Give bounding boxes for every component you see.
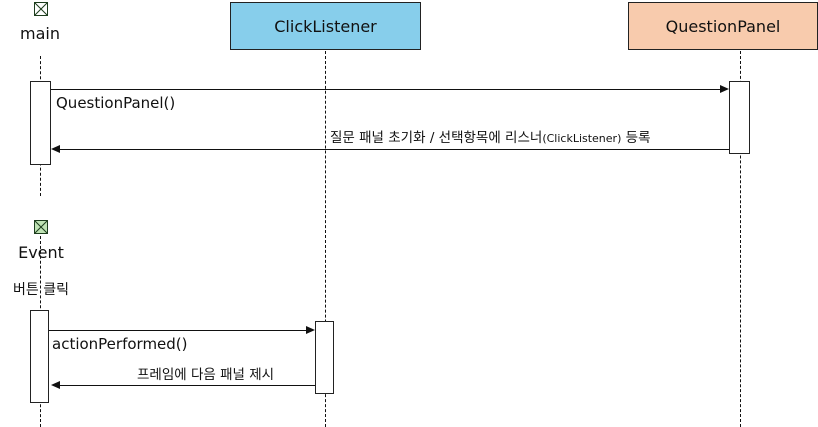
message-2-arrowhead [51,145,60,153]
message-3-line [49,330,306,331]
message-1-arrowhead [720,85,729,93]
message-3-label: actionPerformed() [52,335,188,353]
event-activation [30,310,49,403]
main-actor-label: main [20,24,60,43]
message-2-label-mid: (ClickListener) [542,132,622,145]
click-listener-label: ClickListener [274,16,377,36]
message-2-label-prefix: 질문 패널 초기화 / 선택항목에 리스너 [330,130,543,146]
question-panel-activation [729,81,750,154]
message-4-line [60,385,315,386]
message-2-label-suffix: 등록 [621,130,651,146]
message-4-arrowhead [51,381,60,389]
click-listener-lifeline [325,51,326,427]
message-4-label: 프레임에 다음 패널 제시 [137,367,275,383]
question-panel-lifeline [740,51,741,427]
question-panel-participant: QuestionPanel [628,2,818,50]
message-1-line [51,89,721,90]
message-1-label: QuestionPanel() [56,94,176,112]
main-activation [30,81,51,165]
click-listener-participant: ClickListener [230,2,421,50]
message-3-arrowhead [306,326,315,334]
click-listener-activation [315,321,334,394]
message-2-label: 질문 패널 초기화 / 선택항목에 리스너(ClickListener) 등록 [330,126,651,146]
event-actor-label: Event [18,243,64,262]
main-boundary-icon [34,2,48,16]
event-note-label: 버튼 클릭 [13,282,69,298]
question-panel-label: QuestionPanel [665,16,781,36]
event-boundary-icon [34,220,48,234]
message-2-line [60,149,729,150]
